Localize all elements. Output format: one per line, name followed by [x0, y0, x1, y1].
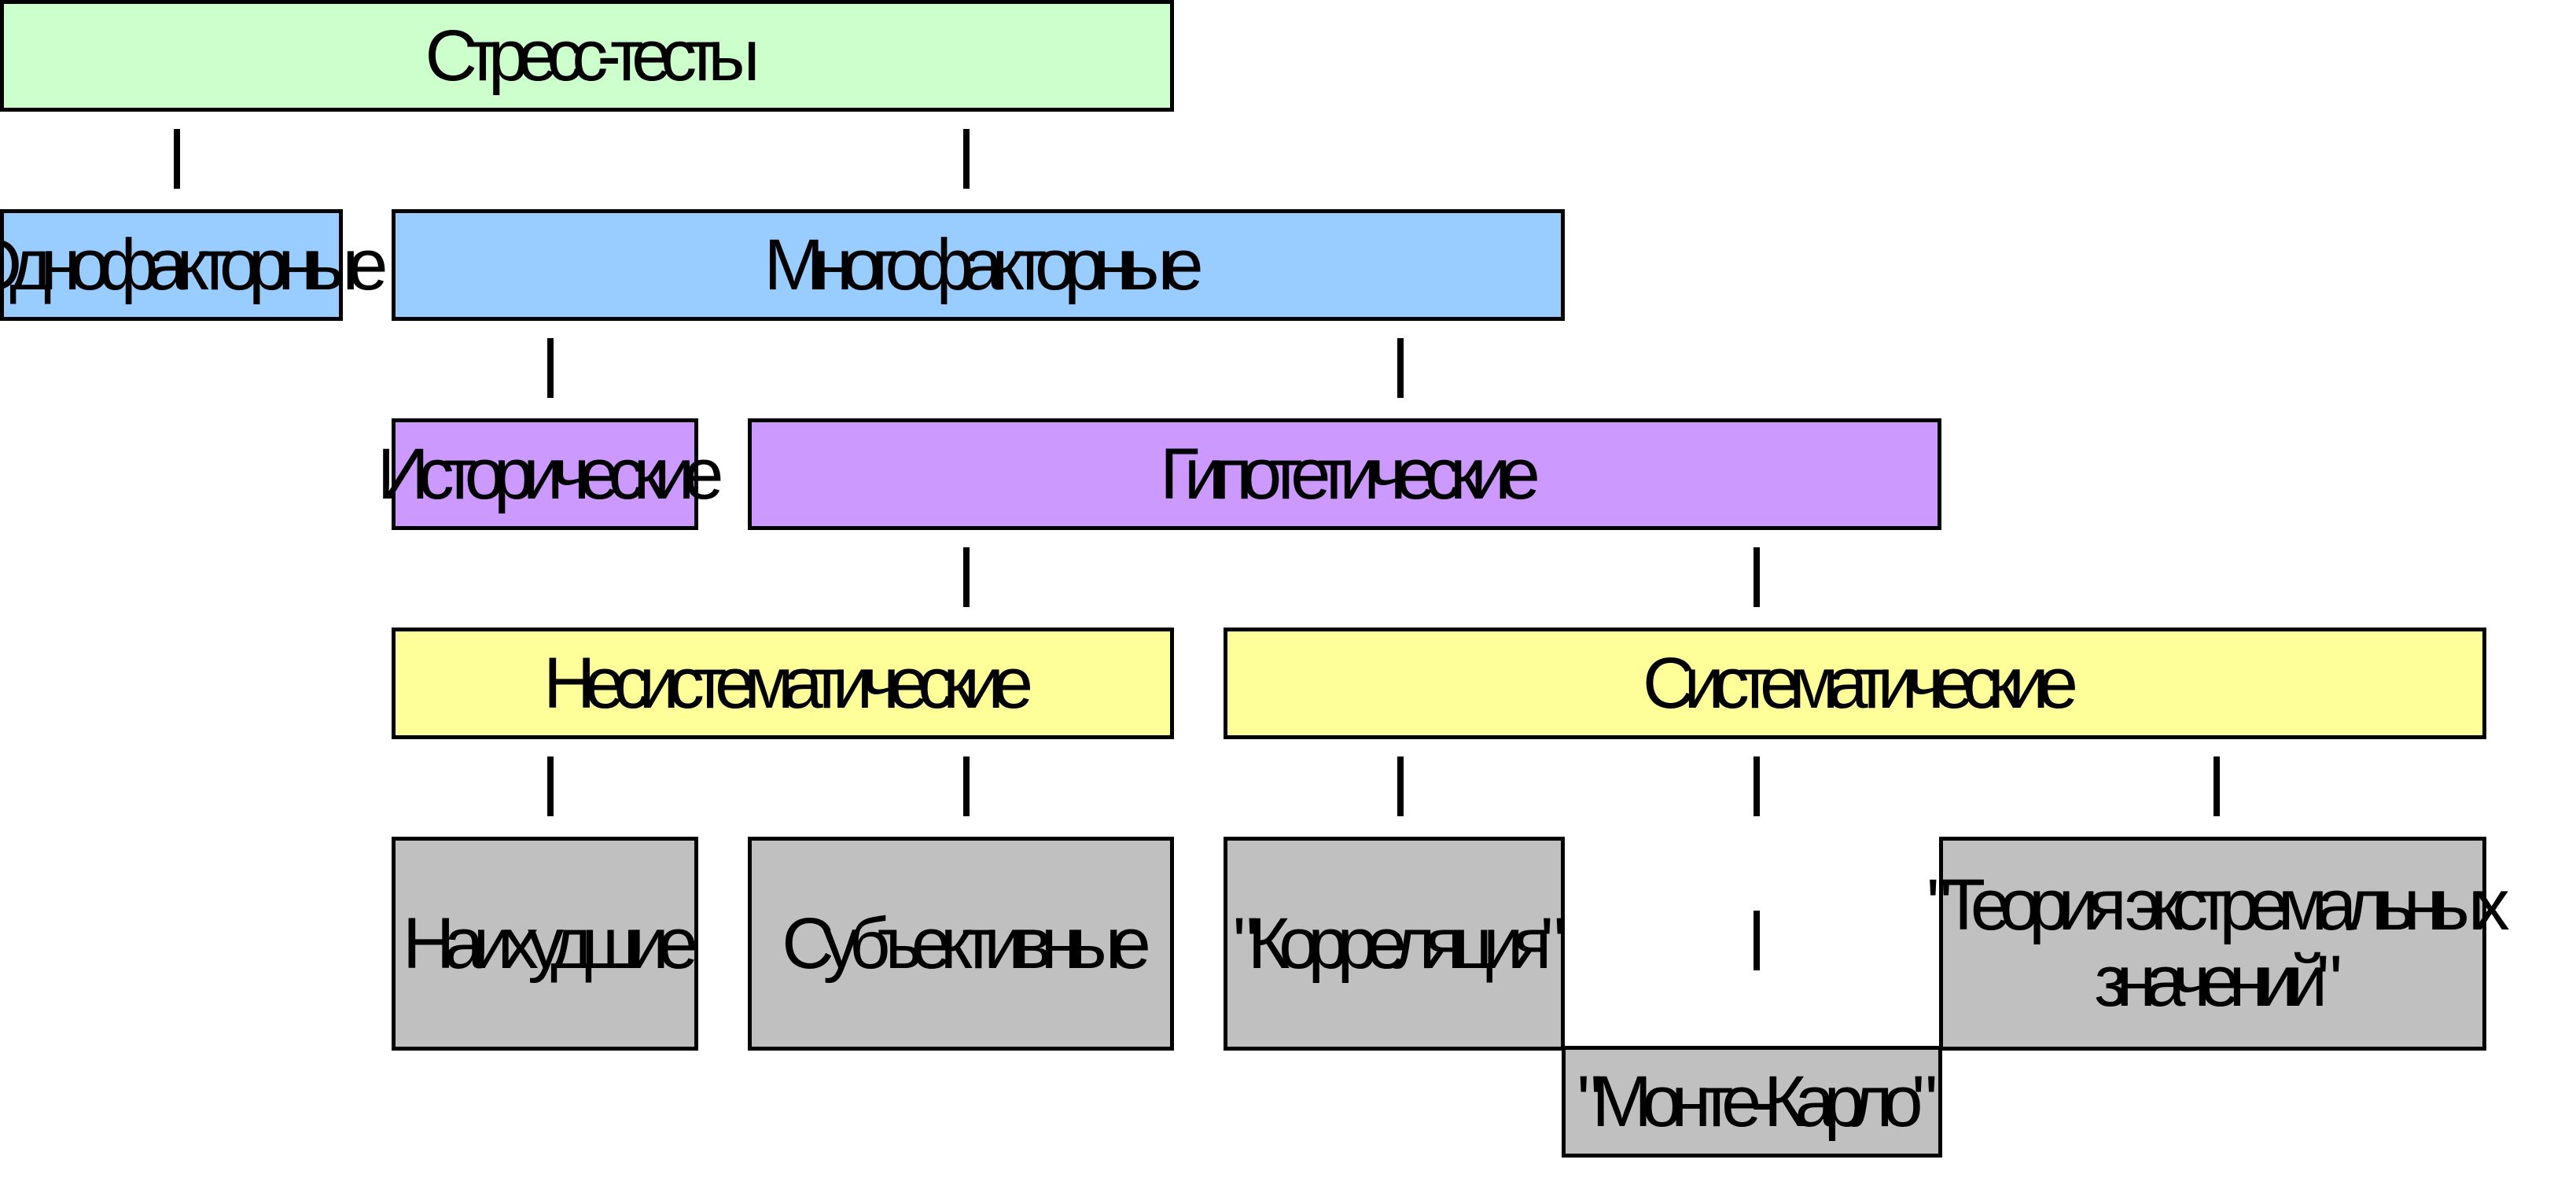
node-hypothetical-label: Гипотетические — [1160, 433, 1540, 514]
node-worst-case-label: Наихудшие — [403, 903, 698, 984]
node-stress-tests-label: Стресс-тесты — [425, 15, 760, 96]
node-extreme-values-label-line2: значений" — [2094, 941, 2342, 1021]
connector-multi-historical — [547, 338, 554, 398]
node-systematic: Систематические — [1224, 628, 2486, 739]
connector-systematic-montecarlo-upper — [1754, 756, 1760, 816]
node-stress-tests: Стресс-тесты — [0, 0, 1174, 112]
node-extreme-values: "Теория экстремальных значений" — [1926, 837, 2510, 1051]
connector-hypothetical-systematic — [1754, 547, 1760, 607]
node-correlation-label: "Корреляция" — [1233, 903, 1566, 984]
node-historical-label: Исторические — [377, 433, 724, 514]
connector-systematic-extreme — [2214, 756, 2220, 816]
node-nonsystematic-label: Несистематические — [543, 642, 1033, 723]
node-worst-case: Наихудшие — [392, 837, 698, 1051]
connector-systematic-correlation — [1397, 756, 1404, 816]
node-multi-factor: Многофакторные — [392, 209, 1565, 321]
node-historical: Исторические — [377, 418, 723, 530]
connector-root-single — [174, 129, 180, 189]
node-monte-carlo: "Монте-Карло" — [1562, 1046, 1942, 1158]
node-subjective-label: Субъективные — [782, 903, 1151, 984]
connector-root-multi — [963, 129, 970, 189]
node-correlation: "Корреляция" — [1224, 837, 1566, 1051]
connector-nonsystematic-subjective — [963, 756, 970, 816]
node-single-factor-label: Однофакторные — [0, 224, 388, 305]
node-monte-carlo-label: "Монте-Карло" — [1577, 1061, 1938, 1142]
node-extreme-values-label-line1: "Теория экстремальных — [1926, 865, 2510, 946]
node-hypothetical: Гипотетические — [748, 418, 1941, 530]
connector-nonsystematic-worst — [547, 756, 554, 816]
connector-systematic-montecarlo-lower — [1754, 911, 1760, 970]
node-subjective: Субъективные — [748, 837, 1174, 1051]
node-systematic-label: Систематические — [1643, 642, 2078, 723]
connector-multi-hypothetical — [1397, 338, 1404, 398]
node-nonsystematic: Несистематические — [392, 628, 1174, 739]
node-multi-factor-label: Многофакторные — [764, 224, 1204, 305]
node-single-factor: Однофакторные — [0, 209, 388, 321]
connector-hypothetical-nonsystematic — [963, 547, 970, 607]
